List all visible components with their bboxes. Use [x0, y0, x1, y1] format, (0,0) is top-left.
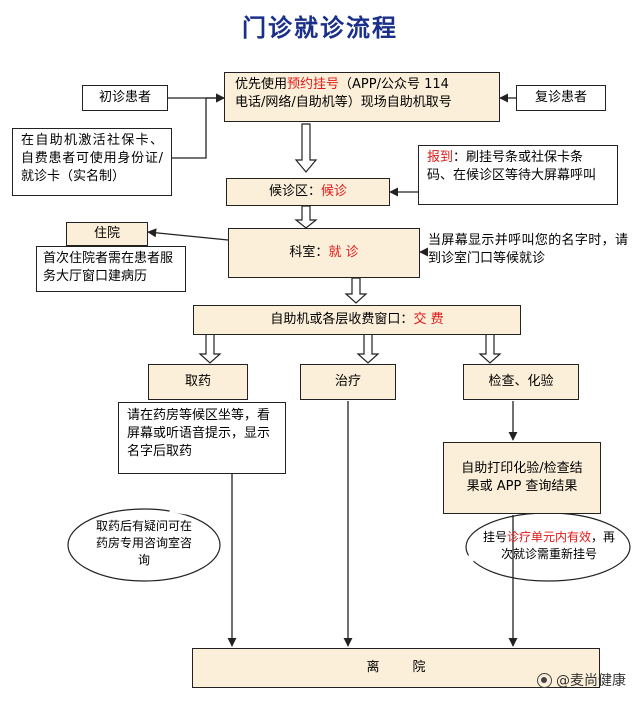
block-arrow-payment-to-exam — [478, 333, 502, 364]
block-arrow-payment-to-medicine — [198, 333, 222, 364]
exam-box: 检查、化验 — [463, 364, 579, 400]
watermark-text: @麦尚健康 — [556, 673, 626, 689]
discharge-box: 离 院 — [192, 648, 600, 688]
treatment-box: 治疗 — [300, 364, 396, 400]
medicine-note-box: 请在药房等候区坐等，看屏幕或听语音提示，显示名字后取药 — [118, 402, 286, 474]
payment-box: 自助机或各层收费窗口：交 费 — [193, 305, 521, 335]
block-arrow-dept-to-payment — [344, 277, 368, 304]
medicine-box: 取药 — [148, 364, 248, 400]
checkin-note-box: 报到：刷挂号条或社保卡条码、在候诊区等待大屏幕呼叫 — [418, 145, 618, 205]
register-box: 优先使用预约挂号（APP/公众号 114 电话/网络/自助机等）现场自助机取号 — [224, 72, 500, 122]
department-box: 科室：就 诊 — [228, 228, 420, 278]
valid-bubble-text: 挂号诊疗单元内有效，再次就诊需重新挂号 — [482, 530, 616, 561]
medicine-bubble-outline — [67, 508, 221, 582]
block-arrow-waiting-to-dept — [294, 205, 318, 229]
hospitalize-box: 住院 — [66, 222, 148, 246]
hospitalize-note-box: 首次住院者需在患者服务大厅窗口建病历 — [36, 246, 186, 292]
revisit-box: 复诊患者 — [516, 85, 606, 111]
watermark-logo-icon — [537, 672, 552, 688]
page-title: 门诊就诊流程 — [242, 14, 398, 42]
block-arrow-register-to-waiting — [294, 123, 318, 173]
arrow-dept-to-hospitalize — [147, 228, 229, 241]
first-visit-box: 初诊患者 — [82, 85, 168, 111]
selfservice-note-box: 在自助机激活社保卡、自费患者可使用身份证/就诊卡（实名制） — [12, 128, 172, 196]
waiting-area-box: 候诊区：候诊 — [226, 178, 390, 206]
dept-note: 当屏幕显示并呼叫您的名字时，请到诊室门口等候就诊 — [428, 233, 628, 266]
medicine-bubble-text: 取药后有疑问可在药房专用咨询室咨询 — [96, 519, 193, 567]
watermark: @麦尚健康 — [537, 670, 626, 690]
arrow-note-to-register — [172, 98, 207, 159]
block-arrow-payment-to-treatment — [356, 333, 380, 364]
print-results-box: 自助打印化验/检查结果或 APP 查询结果 — [443, 442, 601, 514]
